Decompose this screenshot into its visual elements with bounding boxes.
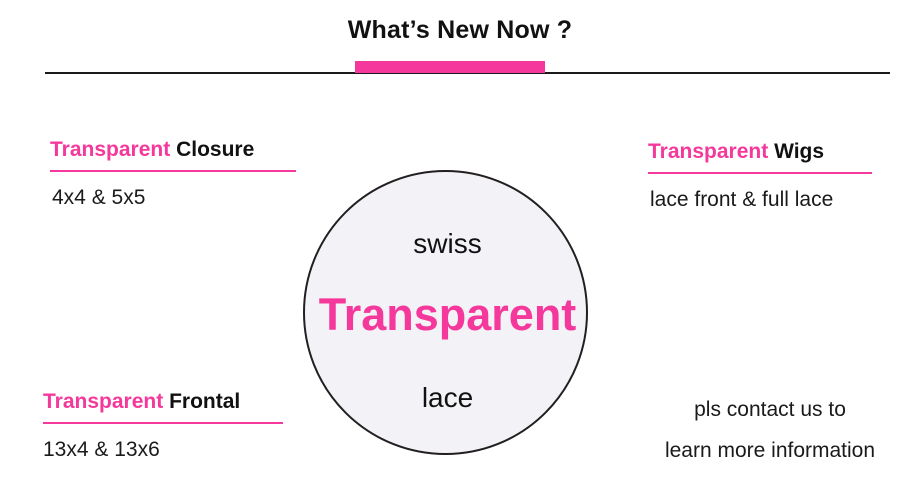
block-transparent-wigs: Transparent Wigs lace front & full lace: [648, 140, 872, 216]
frontal-heading: Transparent Frontal: [43, 390, 283, 414]
wigs-heading-rest: Wigs: [774, 140, 825, 163]
closure-heading-rest: Closure: [176, 138, 255, 161]
wigs-underline: [648, 172, 872, 175]
block-contact-note: pls contact us to learn more information: [630, 390, 910, 472]
wigs-heading-highlight: Transparent: [648, 140, 769, 163]
block-transparent-closure: Transparent Closure 4x4 & 5x5: [50, 138, 296, 214]
page-title: What’s New Now ?: [347, 16, 573, 44]
closure-subtitle: 4x4 & 5x5: [52, 186, 146, 210]
circle-main-label: Transparent: [318, 289, 577, 340]
closure-heading-highlight: Transparent: [50, 138, 171, 161]
contact-note-line-2: learn more information: [664, 438, 876, 462]
header-divider: [45, 72, 890, 74]
wigs-heading: Transparent Wigs: [648, 140, 872, 164]
wigs-subtitle: lace front & full lace: [650, 188, 834, 212]
contact-note-line-1: pls contact us to: [694, 398, 846, 421]
header-accent-bar: [355, 61, 545, 73]
frontal-heading-rest: Frontal: [169, 390, 241, 413]
block-transparent-frontal: Transparent Frontal 13x4 & 13x6: [43, 390, 283, 466]
frontal-subtitle: 13x4 & 13x6: [43, 438, 160, 462]
center-circle: swiss Transparent lace: [303, 170, 588, 455]
frontal-underline: [43, 422, 283, 425]
closure-heading: Transparent Closure: [50, 138, 296, 162]
frontal-heading-highlight: Transparent: [43, 390, 164, 413]
circle-bottom-label: lace: [421, 382, 474, 413]
closure-underline: [50, 170, 296, 173]
circle-top-label: swiss: [413, 228, 482, 259]
